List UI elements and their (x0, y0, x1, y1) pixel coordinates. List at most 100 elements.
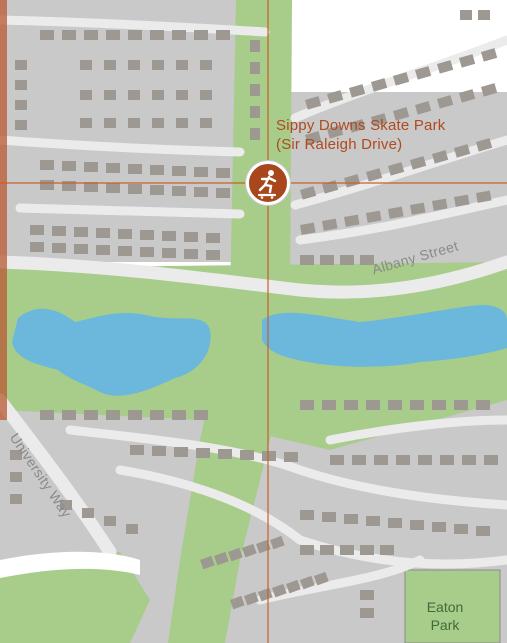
house (40, 160, 54, 170)
house (74, 227, 88, 237)
house (104, 90, 116, 100)
house (172, 410, 186, 420)
house (30, 242, 44, 252)
house (128, 30, 142, 40)
house (432, 400, 446, 410)
house (104, 118, 116, 128)
house (15, 80, 27, 90)
park-label-eaton[interactable]: Eaton Park (420, 598, 470, 634)
house (176, 60, 188, 70)
house (118, 246, 132, 256)
house (84, 410, 98, 420)
house (62, 30, 76, 40)
house (194, 30, 208, 40)
house (393, 72, 410, 86)
house (106, 183, 120, 193)
house (366, 516, 380, 526)
house (326, 90, 344, 104)
house (194, 187, 208, 197)
road-south-1 (65, 425, 507, 510)
house (30, 225, 44, 235)
road-south-4 (325, 415, 507, 445)
house (150, 30, 164, 40)
house (481, 48, 498, 62)
house (106, 163, 120, 173)
house (410, 202, 426, 215)
house (320, 545, 334, 555)
house (300, 545, 314, 555)
house (322, 512, 336, 522)
house (194, 410, 208, 420)
house (459, 54, 476, 68)
house (150, 410, 164, 420)
house (326, 125, 344, 139)
house (344, 214, 360, 227)
house (128, 118, 140, 128)
house (344, 514, 358, 524)
house (184, 249, 198, 259)
house (299, 186, 317, 200)
house (388, 518, 402, 528)
house (432, 522, 446, 532)
house (84, 182, 98, 192)
road-ne-3 (295, 195, 507, 245)
skate-park-marker[interactable] (246, 161, 290, 205)
house (437, 95, 454, 109)
house (250, 40, 260, 52)
house (344, 400, 358, 410)
skateboarder-icon (257, 170, 277, 199)
house (300, 400, 314, 410)
skateboard-wheel-left (260, 196, 264, 199)
house (476, 526, 490, 536)
house (216, 188, 230, 198)
house (388, 400, 402, 410)
house (322, 218, 338, 231)
house (454, 524, 468, 534)
skate-park-name: Sippy Downs Skate Park (276, 117, 446, 134)
skateboard-wheel-right (270, 196, 274, 199)
house (130, 445, 144, 455)
house (128, 90, 140, 100)
house (460, 10, 472, 20)
house (152, 118, 164, 128)
house (80, 60, 92, 70)
water-bodies (12, 304, 507, 396)
house (286, 579, 301, 594)
house (272, 583, 287, 598)
left-edge-strip (0, 0, 7, 420)
house (106, 30, 120, 40)
house (440, 455, 454, 465)
house (104, 60, 116, 70)
house (305, 131, 322, 145)
house (52, 243, 66, 253)
house (366, 210, 382, 223)
house (270, 535, 285, 550)
house (481, 83, 498, 97)
house (432, 150, 449, 164)
house (200, 118, 212, 128)
house (478, 10, 490, 20)
house (128, 410, 142, 420)
house (320, 255, 334, 265)
house (96, 228, 110, 238)
skate-park-label[interactable]: Sippy Downs Skate Park (Sir Raleigh Driv… (276, 116, 445, 154)
house (454, 400, 468, 410)
house (128, 60, 140, 70)
house (172, 166, 186, 176)
lake-east (262, 304, 507, 367)
house (340, 545, 354, 555)
house (176, 90, 188, 100)
house (344, 174, 361, 188)
house (52, 226, 66, 236)
house (241, 543, 257, 558)
house (410, 156, 427, 170)
house (104, 516, 116, 526)
house (214, 551, 229, 566)
house (284, 452, 298, 462)
skater-head (268, 170, 274, 176)
house (60, 500, 72, 510)
house (84, 162, 98, 172)
house (80, 118, 92, 128)
